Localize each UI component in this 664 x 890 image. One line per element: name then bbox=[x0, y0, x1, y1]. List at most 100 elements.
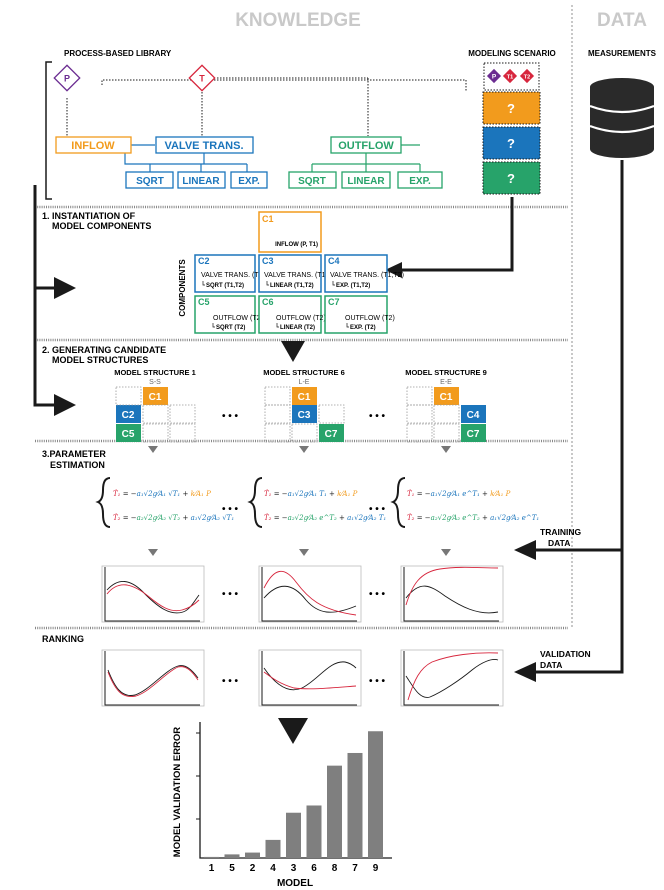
bar-model-9 bbox=[368, 731, 383, 858]
inflow-process: INFLOW bbox=[55, 136, 132, 154]
tick-label-8: 8 bbox=[332, 863, 338, 874]
svg-text:VALVE TRANS. (T1,T2): VALVE TRANS. (T1,T2) bbox=[201, 272, 275, 279]
svg-text:Ṫ₁ = −a₁√2g⁄A₁ T₁ + k⁄A₁ P: Ṫ₁ = −a₁√2g⁄A₁ T₁ + k⁄A₁ P bbox=[264, 489, 358, 498]
ellipsis-3: • • • bbox=[222, 504, 239, 515]
svg-text:?: ? bbox=[507, 171, 515, 186]
outflow-sqrt: SQRT bbox=[288, 171, 337, 189]
svg-text:OUTFLOW: OUTFLOW bbox=[338, 140, 394, 152]
svg-text:INFLOW: INFLOW bbox=[71, 140, 115, 152]
svg-text:Ṫ₂ = −a₂√2g⁄A₂ e^T₂ + a₁√2g⁄A₂: Ṫ₂ = −a₂√2g⁄A₂ e^T₂ + a₁√2g⁄A₂ e^T₁ bbox=[407, 513, 539, 522]
arrow-to-structures bbox=[54, 394, 76, 416]
scenario-var-t1: T1 bbox=[502, 68, 518, 84]
bar-model-5 bbox=[224, 854, 240, 858]
svg-text:Ṫ₁ = −a₁√2g⁄A₁ e^T₁ + k⁄A₁ P: Ṫ₁ = −a₁√2g⁄A₁ e^T₁ + k⁄A₁ P bbox=[407, 489, 511, 498]
svg-text:C2: C2 bbox=[198, 256, 210, 266]
svg-text:C1: C1 bbox=[262, 214, 274, 224]
step1-label-b: MODEL COMPONENTS bbox=[52, 221, 151, 231]
bar-model-2 bbox=[245, 852, 260, 858]
svg-text:SQRT: SQRT bbox=[298, 176, 326, 187]
svg-text:C1: C1 bbox=[440, 392, 453, 403]
validation-plot-9 bbox=[400, 649, 504, 707]
ranking-down-arrow bbox=[278, 718, 308, 744]
training-arrow bbox=[514, 540, 536, 560]
data-header: DATA bbox=[597, 10, 647, 31]
svg-text:OUTFLOW (T2): OUTFLOW (T2) bbox=[345, 315, 395, 322]
bar-model-7 bbox=[347, 752, 363, 858]
chart-ylabel: MODEL VALIDATION ERROR bbox=[172, 727, 183, 858]
scenario-title: MODELING SCENARIO bbox=[468, 49, 556, 58]
library-title: PROCESS-BASED LIBRARY bbox=[64, 49, 172, 58]
validation-plot-6 bbox=[258, 649, 362, 707]
chart-xlabel: MODEL bbox=[277, 878, 313, 889]
components-down-arrow bbox=[281, 341, 305, 362]
validation-label-2: DATA bbox=[540, 660, 562, 670]
svg-text:C1: C1 bbox=[298, 392, 311, 403]
component-c2: C2 VALVE TRANS. (T1,T2) SQRT (T1,T2) bbox=[194, 254, 275, 293]
measurements-label: MEASUREMENTS bbox=[588, 49, 657, 58]
svg-text:T: T bbox=[199, 74, 205, 84]
svg-text:SQRT (T2): SQRT (T2) bbox=[216, 325, 245, 331]
outflow-linear: LINEAR bbox=[341, 171, 391, 189]
svg-text:C1: C1 bbox=[149, 392, 162, 403]
components-label: COMPONENTS bbox=[178, 259, 187, 317]
svg-text:• • •: • • • bbox=[222, 589, 239, 600]
svg-text:• • •: • • • bbox=[369, 589, 386, 600]
component-c6: C6 OUTFLOW (T2) LINEAR (T2) bbox=[258, 295, 326, 334]
valve-exp: EXP. bbox=[230, 171, 268, 189]
svg-text:INFLOW (P, T1): INFLOW (P, T1) bbox=[275, 242, 318, 248]
svg-text:EXP. (T1,T2): EXP. (T1,T2) bbox=[336, 283, 370, 289]
step3-label-b: ESTIMATION bbox=[50, 460, 105, 470]
svg-text:EXP.: EXP. bbox=[238, 176, 260, 187]
svg-text:LINEAR: LINEAR bbox=[182, 176, 220, 187]
equations-model-1: Ṫ₁ = −a₁√2g⁄A₁ √T₁ + k⁄A₁ P Ṫ₂ = −a₂√2g⁄… bbox=[95, 477, 234, 528]
svg-text:SQRT: SQRT bbox=[136, 176, 164, 187]
tick-label-3: 3 bbox=[291, 863, 297, 874]
structure-9: MODEL STRUCTURE 9 E-E C1 C4 C7 bbox=[405, 368, 487, 443]
svg-text:C2: C2 bbox=[122, 410, 135, 421]
svg-text:OUTFLOW (T2): OUTFLOW (T2) bbox=[213, 315, 263, 322]
valve-linear: LINEAR bbox=[177, 171, 226, 189]
svg-text:VALVE TRANS.: VALVE TRANS. bbox=[164, 140, 243, 152]
svg-text:C6: C6 bbox=[262, 297, 274, 307]
svg-text:EXP.: EXP. bbox=[409, 176, 431, 187]
ranking-label: RANKING bbox=[42, 634, 84, 644]
svg-text:LINEAR (T2): LINEAR (T2) bbox=[280, 325, 315, 331]
component-c7: C7 OUTFLOW (T2) EXP. (T2) bbox=[324, 295, 395, 334]
outflow-exp: EXP. bbox=[397, 171, 443, 189]
training-plot-1 bbox=[101, 565, 205, 623]
svg-text:C3: C3 bbox=[298, 410, 311, 421]
svg-text:Ṫ₁ = −a₁√2g⁄A₁ √T₁ + k⁄A₁ P: Ṫ₁ = −a₁√2g⁄A₁ √T₁ + k⁄A₁ P bbox=[113, 489, 211, 498]
svg-text:LINEAR (T1,T2): LINEAR (T1,T2) bbox=[270, 283, 314, 289]
svg-text:C4: C4 bbox=[328, 256, 340, 266]
component-c3: C3 VALVE TRANS. (T1,T2) LINEAR (T1,T2) bbox=[258, 254, 338, 293]
bar-model-4 bbox=[265, 839, 281, 858]
component-c4: C4 VALVE TRANS. (T1,T2) EXP. (T1,T2) bbox=[324, 254, 404, 293]
scenario-slot-outflow: ? bbox=[482, 161, 541, 195]
step2-label-b: MODEL STRUCTURES bbox=[52, 355, 148, 365]
equations-model-9: Ṫ₁ = −a₁√2g⁄A₁ e^T₁ + k⁄A₁ P Ṫ₂ = −a₂√2g… bbox=[390, 477, 539, 528]
tick-label-2: 2 bbox=[250, 863, 256, 874]
valve-process: VALVE TRANS. bbox=[155, 136, 254, 154]
svg-text:Ṫ₂ = −a₂√2g⁄A₂ e^T₂ + a₁√2g⁄A₂: Ṫ₂ = −a₂√2g⁄A₂ e^T₂ + a₁√2g⁄A₂ T₁ bbox=[264, 513, 386, 522]
svg-text:EXP. (T2): EXP. (T2) bbox=[350, 325, 376, 331]
bar-model-1 bbox=[204, 856, 219, 858]
svg-text:Ṫ₂ = −a₂√2g⁄A₂ √T₂ + a₁√2g⁄A₂: Ṫ₂ = −a₂√2g⁄A₂ √T₂ + a₁√2g⁄A₂ √T₁ bbox=[113, 513, 234, 522]
validation-arrow bbox=[514, 662, 536, 682]
svg-text:T1: T1 bbox=[507, 75, 513, 81]
training-plot-9 bbox=[400, 565, 504, 623]
bar-model-3 bbox=[286, 812, 301, 858]
training-label-1: TRAINING bbox=[540, 527, 581, 537]
ellipsis-1: • • • bbox=[222, 411, 239, 422]
svg-text:• • •: • • • bbox=[369, 676, 386, 687]
tick-label-7: 7 bbox=[352, 863, 358, 874]
tick-label-9: 9 bbox=[373, 863, 379, 874]
p-diamond: P bbox=[53, 64, 81, 92]
svg-text:MODEL STRUCTURE 1: MODEL STRUCTURE 1 bbox=[114, 368, 196, 377]
equations-model-6: Ṫ₁ = −a₁√2g⁄A₁ T₁ + k⁄A₁ P Ṫ₂ = −a₂√2g⁄A… bbox=[247, 477, 386, 528]
svg-text:LINEAR: LINEAR bbox=[347, 176, 385, 187]
scenario-slot-valve: ? bbox=[482, 126, 541, 160]
svg-text:VALVE TRANS. (T1,T2): VALVE TRANS. (T1,T2) bbox=[264, 272, 338, 279]
valve-sqrt: SQRT bbox=[125, 171, 174, 189]
